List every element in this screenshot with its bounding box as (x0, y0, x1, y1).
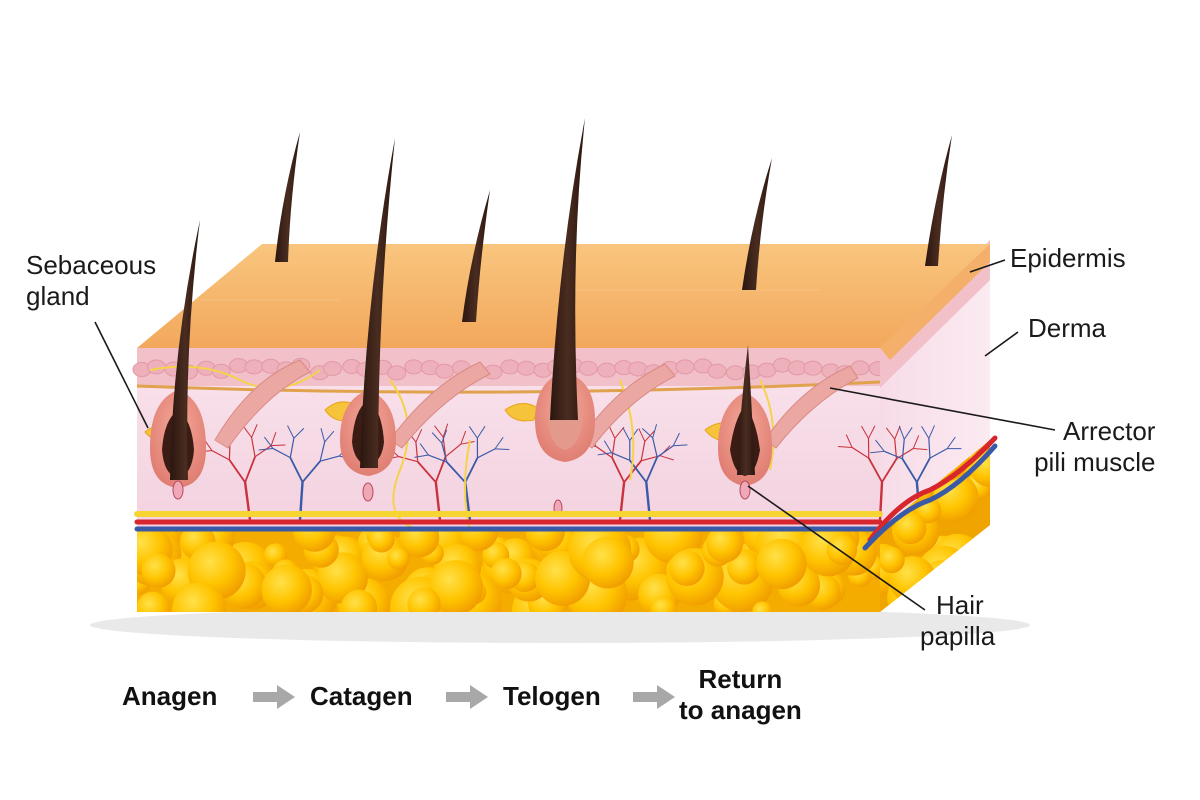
arrow-icon (253, 685, 295, 709)
label-arrector-line2: pili muscle (1034, 447, 1156, 477)
label-sebaceous-gland: Sebaceous gland (26, 250, 156, 312)
leader-hair-papilla (747, 485, 926, 611)
label-epidermis: Epidermis (1010, 243, 1126, 273)
label-hair-papilla: Hair papilla (920, 590, 995, 652)
blood-vessel-network (197, 423, 962, 521)
leader-sebaceous-gland (94, 321, 149, 429)
label-arrector-pili-muscle: Arrector pili muscle (1033, 416, 1155, 478)
stage-return-line1: Return (698, 664, 783, 694)
label-sebaceous-line1: Sebaceous (26, 250, 157, 280)
label-hair-line2: papilla (920, 621, 996, 651)
fat-cells-front (137, 530, 880, 612)
epidermis-cell-band (132, 348, 888, 394)
stage-anagen: Anagen (122, 681, 218, 711)
hair-shafts (170, 118, 952, 480)
arrector-pili-muscles (214, 359, 859, 449)
block-shadow (90, 607, 1030, 643)
label-arrector-line1: Arrector (1063, 416, 1156, 446)
stage-return-line2: to anagen (679, 695, 802, 725)
leader-derma (984, 331, 1019, 357)
leader-lines (94, 259, 1056, 611)
arrow-icon (633, 685, 675, 709)
arrow-icon (446, 685, 488, 709)
label-derma: Derma (1028, 313, 1107, 343)
label-hair-line1: Hair (936, 590, 984, 620)
stage-telogen: Telogen (503, 681, 601, 711)
main-blood-vessels (134, 435, 998, 551)
stage-catagen: Catagen (310, 681, 413, 711)
stage-return-to-anagen: Return to anagen (679, 664, 802, 726)
leader-arrector-pili (829, 387, 1056, 431)
label-sebaceous-line2: gland (26, 281, 90, 311)
leader-epidermis (969, 259, 1006, 273)
